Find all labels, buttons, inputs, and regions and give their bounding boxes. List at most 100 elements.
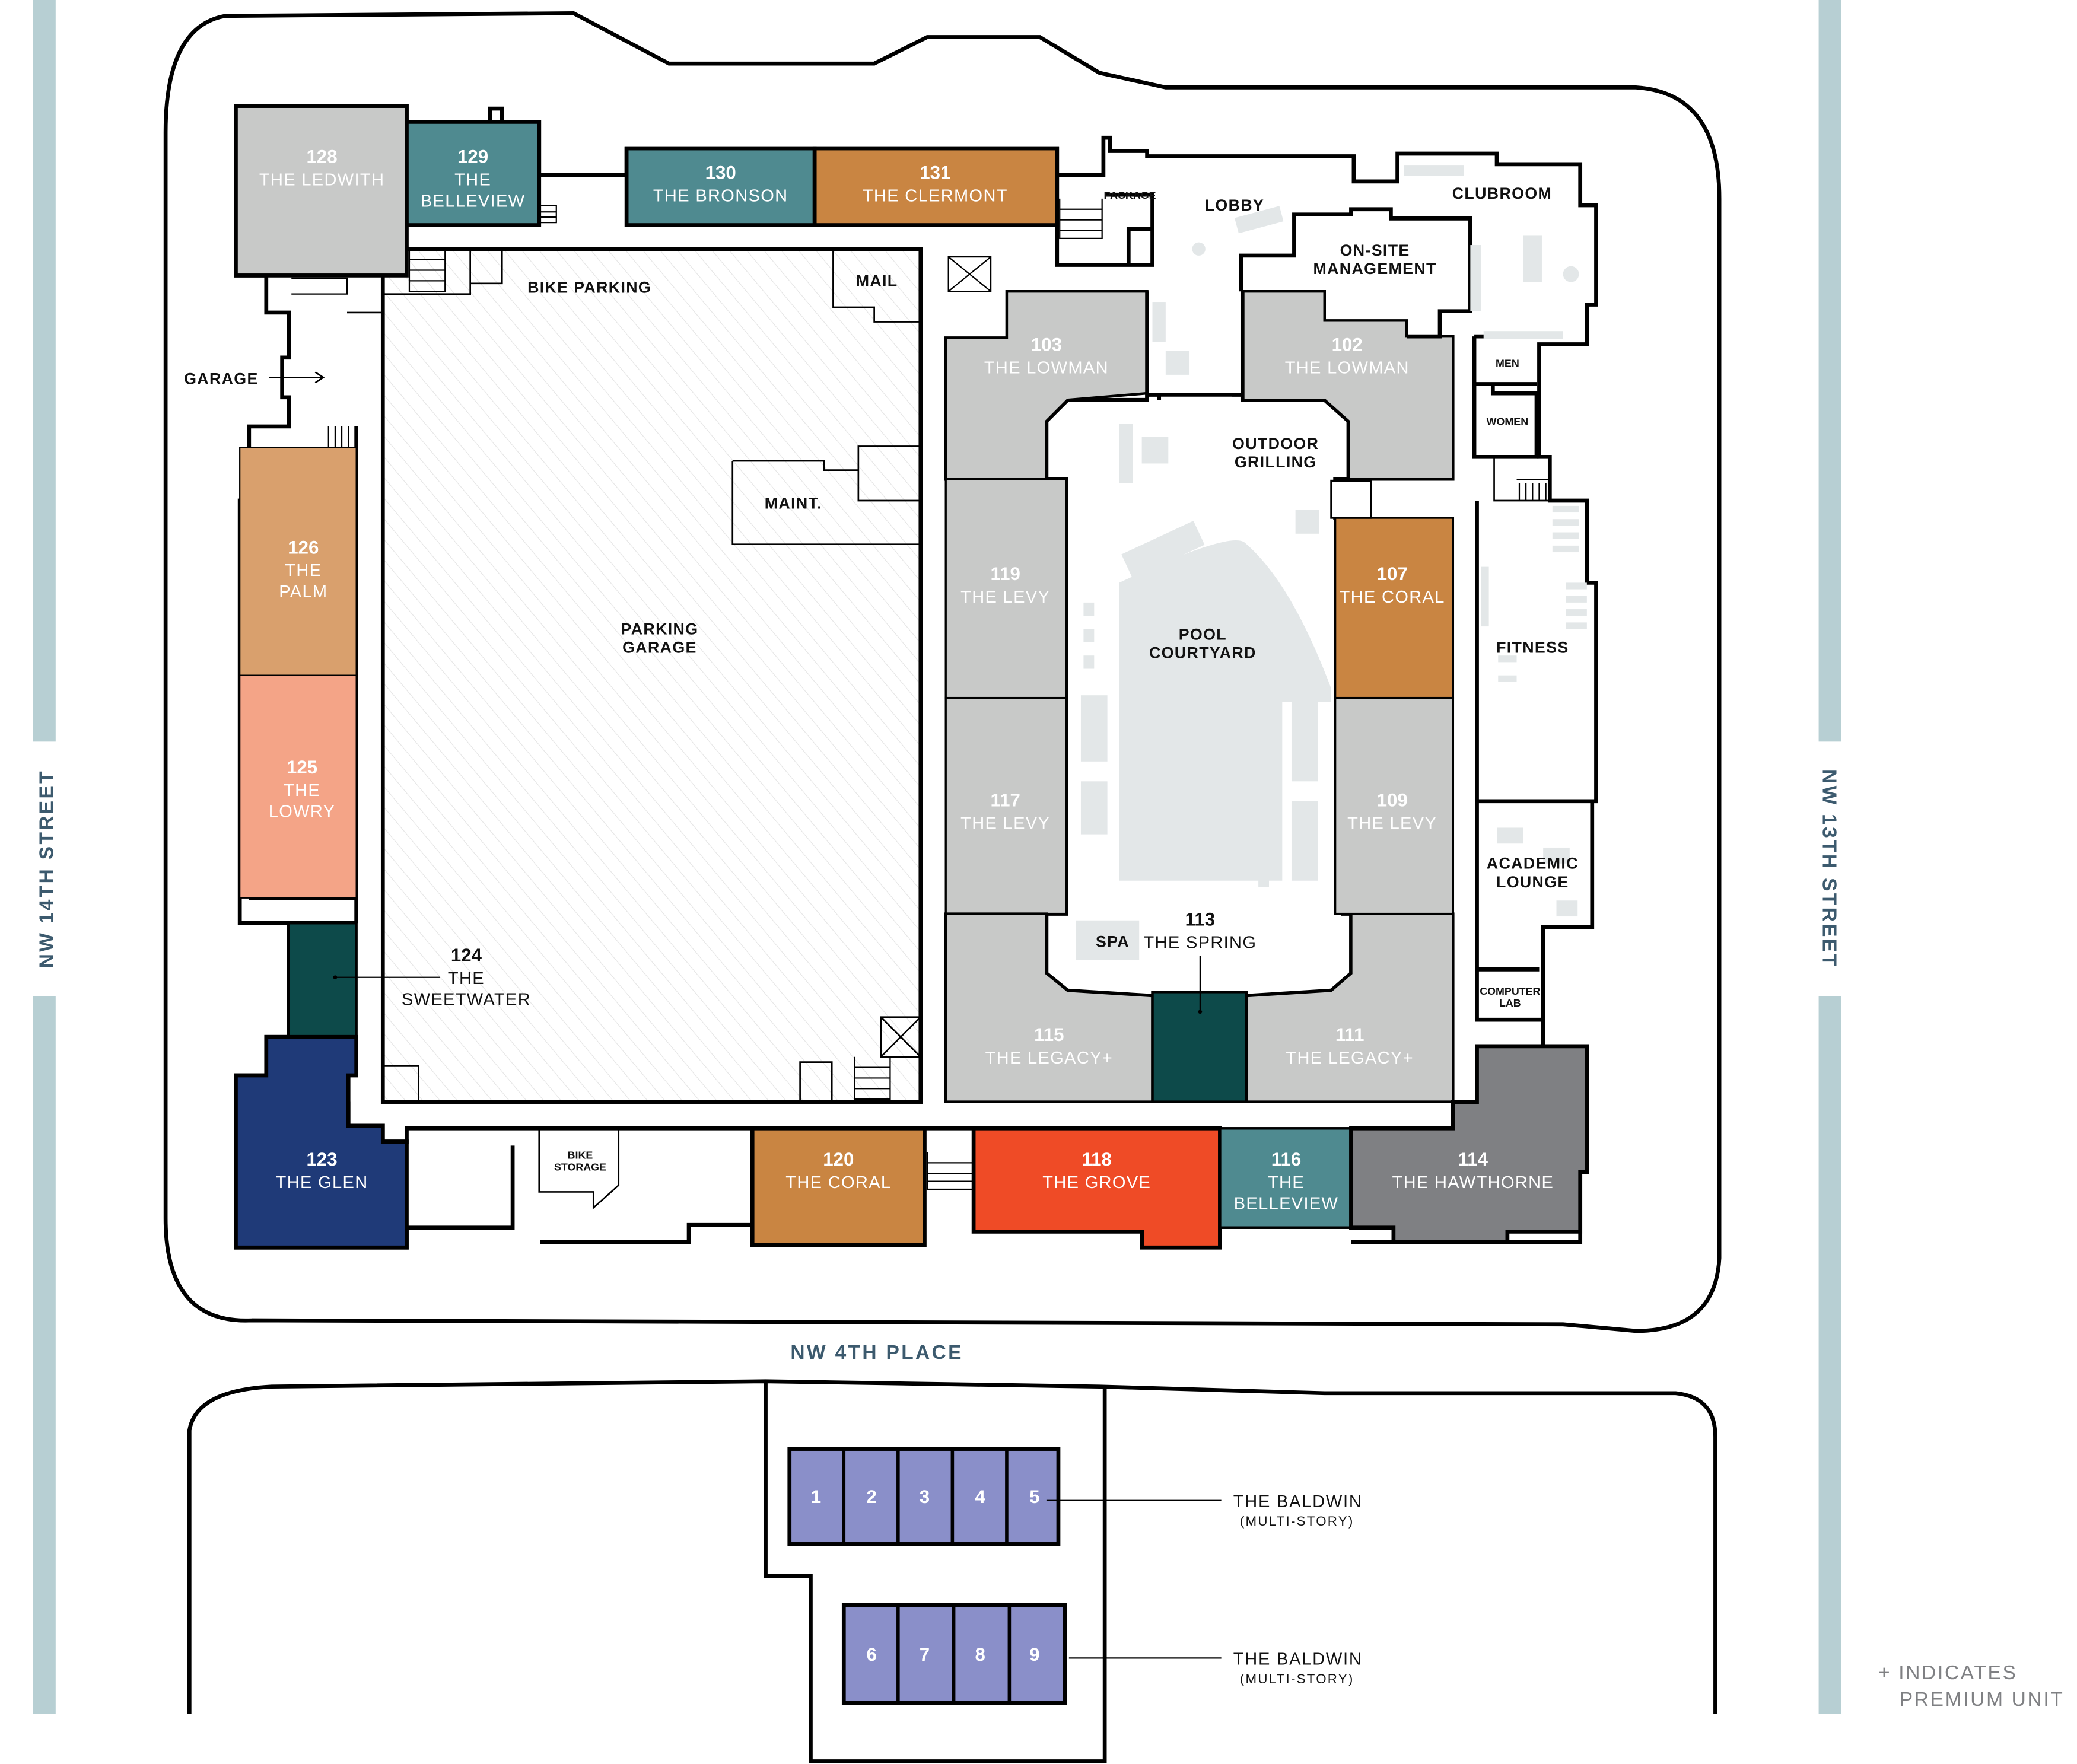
unit-109[interactable]: 109 THE LEVY — [1334, 696, 1455, 915]
room-computer-lab: COMPUTER — [1480, 985, 1540, 997]
unit-number: 124 — [451, 945, 482, 966]
room-onsite-management: MANAGEMENT — [1313, 260, 1436, 278]
onsite-management-walls — [1239, 207, 1472, 339]
unit-115[interactable]: 115 THE LEGACY+ — [944, 912, 1154, 1103]
courtyard-furniture — [1080, 424, 1319, 887]
unit-123[interactable]: 123 THE GLEN — [234, 1034, 409, 1250]
garage-entrance-label: GARAGE — [184, 370, 259, 387]
baldwin-unit[interactable]: 4 — [975, 1486, 986, 1507]
unit-name: THE LEGACY+ — [985, 1049, 1114, 1068]
room-lobby: LOBBY — [1205, 196, 1264, 214]
maint-room — [731, 445, 921, 545]
room-academic-lounge: ACADEMIC — [1487, 855, 1579, 873]
unit-name: THE GROVE — [1042, 1173, 1151, 1192]
room-onsite-management: ON-SITE — [1340, 241, 1410, 259]
baldwin-label: THE BALDWIN — [1233, 1492, 1363, 1511]
unit-number: 130 — [705, 162, 736, 183]
unit-name: THE CLERMONT — [863, 186, 1008, 205]
street-bar-west — [33, 0, 56, 742]
unit-107[interactable]: 107 THE CORAL — [1334, 517, 1455, 699]
unit-name: THE LEVY — [1347, 814, 1437, 833]
room-men: MEN — [1496, 357, 1519, 369]
unit-number: 120 — [823, 1149, 854, 1170]
unit-name: THE LEGACY+ — [1286, 1049, 1414, 1068]
baldwin-sub: (MULTI-STORY) — [1240, 1514, 1354, 1529]
unit-number: 114 — [1458, 1149, 1488, 1170]
street-bar-east — [1818, 0, 1841, 742]
baldwin-unit[interactable]: 8 — [975, 1644, 985, 1665]
street-label-south: NW 4TH PLACE — [790, 1342, 963, 1364]
baldwin-lot — [764, 1381, 1107, 1763]
unit-name: THE CORAL — [1340, 588, 1445, 607]
unit-128[interactable]: 128 THE LEDWITH — [234, 104, 409, 278]
fitness-walls — [1475, 500, 1592, 1022]
baldwin-unit[interactable]: 1 — [811, 1486, 821, 1507]
street-bar-west — [33, 996, 56, 1714]
unit-number: 129 — [457, 147, 488, 167]
unit-number: 103 — [1031, 335, 1062, 355]
courtyard-closet — [1330, 479, 1372, 519]
room-parking-garage: PARKING — [621, 620, 698, 638]
unit-126[interactable]: 126 THE PALM — [239, 447, 357, 676]
room-package: PACKAGE — [1104, 189, 1156, 201]
unit-name: THE GLEN — [276, 1173, 368, 1192]
baldwin-row-1: 1 2 3 4 5 — [787, 1447, 1061, 1546]
lobby-walls — [1145, 291, 1245, 400]
baldwin-unit[interactable]: 6 — [866, 1644, 876, 1665]
unit-114[interactable]: 114 THE HAWTHORNE — [1349, 1044, 1589, 1244]
unit-129[interactable]: 129 THE BELLEVIEW — [405, 120, 542, 227]
baldwin-unit[interactable]: 7 — [920, 1644, 930, 1665]
unit-103[interactable]: 103 THE LOWMAN — [944, 289, 1149, 481]
baldwin-row-2: 6 7 8 9 — [841, 1603, 1067, 1705]
baldwin-unit[interactable]: 9 — [1029, 1644, 1039, 1665]
unit-name: THE SPRING — [1144, 934, 1257, 953]
street-label-west: NW 14TH STREET — [36, 769, 58, 968]
bike-storage-room — [538, 1128, 620, 1210]
unit-number: 123 — [307, 1149, 338, 1170]
unit-number: 107 — [1377, 563, 1408, 584]
room-clubroom: CLUBROOM — [1452, 184, 1552, 202]
arrow-right-icon — [269, 371, 325, 384]
baldwin-unit[interactable]: 2 — [866, 1486, 876, 1507]
unit-name: THE LOWMAN — [984, 359, 1109, 378]
room-bike-parking: BIKE PARKING — [527, 278, 651, 296]
unit-name: LOWRY — [269, 803, 336, 821]
baldwin-label: THE BALDWIN — [1233, 1650, 1363, 1669]
baldwin-unit[interactable]: 3 — [920, 1486, 930, 1507]
unit-number: 119 — [990, 563, 1020, 584]
unit-name: THE LEVY — [960, 814, 1050, 833]
baldwin-unit[interactable]: 5 — [1029, 1486, 1039, 1507]
unit-number: 111 — [1335, 1024, 1364, 1045]
unit-130[interactable]: 130 THE BRONSON — [624, 146, 817, 227]
fitness-stair-hall — [1493, 457, 1587, 502]
unit-name: THE — [454, 171, 491, 190]
unit-111[interactable]: 111 THE LEGACY+ — [1245, 912, 1455, 1103]
unit-name: THE BRONSON — [653, 186, 788, 205]
room-computer-lab: LAB — [1499, 997, 1521, 1009]
unit-number: 102 — [1332, 335, 1363, 355]
unit-name: BELLEVIEW — [421, 192, 526, 211]
unit-name: SWEETWATER — [402, 991, 531, 1010]
unit-118[interactable]: 118 THE GROVE — [971, 1126, 1222, 1250]
unit-120[interactable]: 120 THE CORAL — [750, 1126, 927, 1247]
parking-garage — [380, 247, 923, 1104]
unit-name: THE — [448, 969, 485, 988]
legend-line-2: PREMIUM UNIT — [1900, 1689, 2065, 1711]
unit-124[interactable]: 124 THE SWEETWATER — [287, 921, 531, 1039]
room-outdoor-grilling: OUTDOOR — [1232, 435, 1319, 453]
site-boundary — [163, 11, 1722, 1333]
unit-119[interactable]: 119 THE LEVY — [944, 478, 1068, 699]
unit-116[interactable]: 116 THE BELLEVIEW — [1219, 1127, 1353, 1229]
spa-room — [1076, 920, 1140, 960]
mail-room — [832, 249, 921, 323]
room-mail: MAIL — [856, 272, 898, 289]
unit-131[interactable]: 131 THE CLERMONT — [812, 146, 1060, 227]
unit-number: 117 — [990, 790, 1020, 811]
room-pool-courtyard: POOL — [1179, 625, 1227, 643]
unit-102[interactable]: 102 THE LOWMAN — [1241, 289, 1455, 481]
unit-125[interactable]: 125 THE LOWRY — [239, 674, 357, 899]
unit-113[interactable]: 113 THE SPRING — [1144, 909, 1257, 1103]
street-label-east: NW 13TH STREET — [1818, 769, 1840, 968]
unit-117[interactable]: 117 THE LEVY — [944, 696, 1068, 915]
unit-number: 113 — [1185, 909, 1215, 930]
